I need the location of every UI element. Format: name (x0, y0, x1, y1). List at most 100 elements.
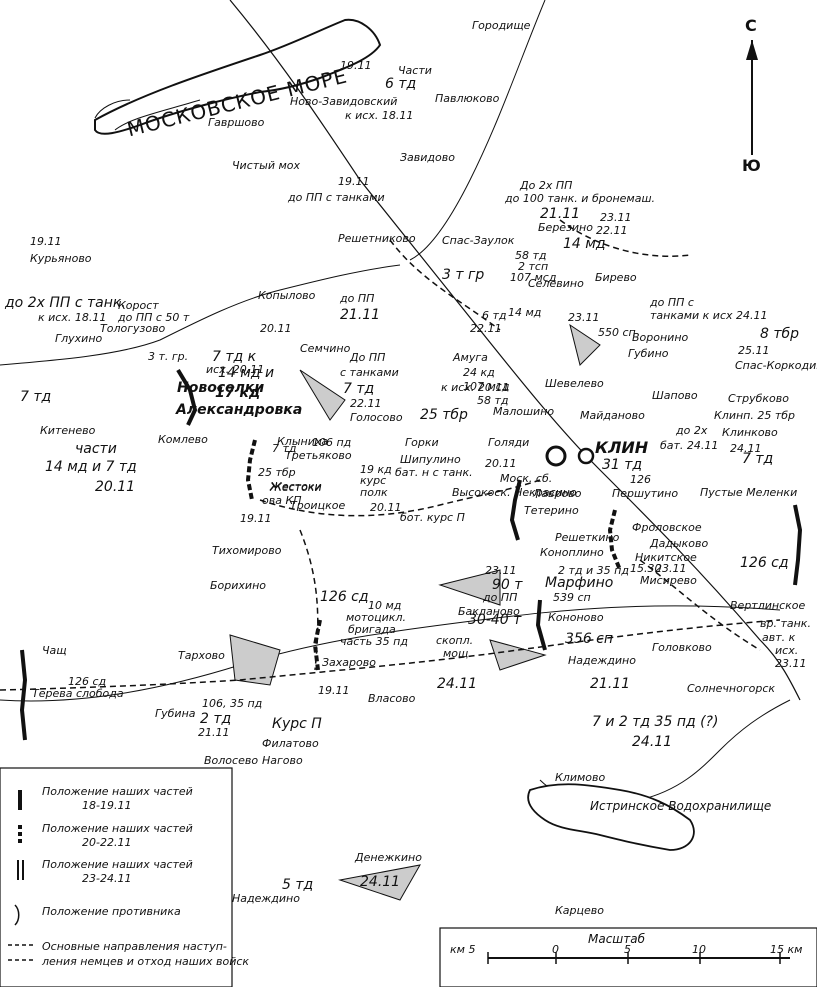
unit-label: 90 т (492, 577, 523, 593)
place-klinkovo: Клинково (722, 426, 778, 439)
place-marfino: Марфино (545, 575, 614, 591)
place-nikitskoe: Никитское (635, 551, 697, 564)
unit-label: авт. к (762, 631, 796, 644)
unit-label: 539 сп (553, 591, 591, 604)
place-amuga: Амуга (453, 351, 488, 364)
unit-label: 23.11 (568, 311, 600, 324)
place-gavrshovo: Гавршово (208, 116, 265, 129)
unit-label: 19.11 (340, 59, 372, 72)
place-pershutino: Першутино (612, 487, 679, 500)
legend-item-1: Положение наших частей (42, 785, 193, 798)
place-maloshino: Малошино (493, 405, 555, 418)
enemy-wedge-1 (299, 369, 346, 421)
place-tereeva-sloboda: Терева слобода (32, 687, 124, 700)
place-volosevo: Волосево (204, 754, 259, 767)
place-birevo: Бирево (595, 271, 637, 284)
unit-label: 22.11 (596, 224, 628, 237)
unit-label: 107 мсд (510, 271, 557, 284)
unit-label: 15.30 (630, 562, 662, 575)
unit-label: 31 тд (602, 457, 643, 473)
unit-label: 5 тд (282, 877, 314, 893)
unit-label: 19.11 (338, 175, 370, 188)
unit-label: до ПП с танками (288, 191, 385, 204)
place-gorodishche: Городище (472, 19, 531, 32)
unit-label: до 100 танк. и бронемаш. (505, 192, 656, 205)
unit-label: 19.11 (318, 684, 350, 697)
unit-label: бат. н с танк. (395, 466, 473, 479)
legend-box (0, 767, 233, 987)
compass-arrow (746, 40, 758, 60)
unit-label: с танками (340, 366, 399, 379)
unit-label: 14 мд и (218, 365, 275, 381)
unit-label: 14 мд и 7 тд (45, 459, 137, 475)
place-chisty-mokh: Чистый мох (232, 159, 301, 172)
place-strubkovo: Струбково (728, 392, 789, 405)
scale-title: Масштаб (588, 932, 646, 946)
istra-reservoir (527, 783, 695, 851)
place-lavrovo: Лаврово (533, 487, 582, 500)
legend-item-2-date: 20-22.11 (82, 836, 132, 849)
unit-label: до ПП с (650, 296, 694, 309)
place-golyady: Голяди (488, 436, 530, 449)
unit-label: Жестоки (270, 481, 322, 494)
unit-label: 126 (630, 473, 651, 486)
place-tikhomirovo: Тихомирово (212, 544, 282, 557)
unit-label: исх. 20.11 (206, 363, 265, 376)
place-teterino: Тетерино (524, 504, 579, 517)
unit-label: 58 тд (477, 394, 509, 407)
unit-label: Корост (118, 299, 159, 312)
place-pustye-melenki: Пустые Меленки (700, 486, 798, 499)
place-shapovo: Шапово (652, 389, 698, 402)
front-line-4 (607, 509, 622, 571)
legend-item-5: Основные направления наступ- (42, 940, 227, 953)
unit-label: 19.11 (30, 235, 62, 248)
unit-label: части (75, 441, 117, 457)
place-spas-korkodino: Спас-Коркодино (735, 359, 817, 372)
unit-label: танками к исх 24.11 (650, 309, 768, 322)
place-novoselki: Новоселки (177, 380, 265, 396)
road-west (0, 264, 401, 366)
unit-label: 8 тбр (760, 326, 800, 342)
place-borikhino: Борихино (210, 579, 266, 592)
moscow-sea (94, 18, 382, 135)
place-shevelevo: Шевелево (545, 377, 604, 390)
compass-north: С (745, 16, 757, 35)
place-solnechnogorsk: Солнечногорск (687, 682, 776, 695)
unit-label: 2 тд (200, 711, 232, 727)
unit-label: 21.11 (198, 726, 230, 739)
unit-label: 23.11 (600, 211, 632, 224)
place-reshetkino: Решеткино (555, 531, 620, 544)
legend-item-2: Положение наших частей (42, 822, 193, 835)
unit-label: курс (360, 474, 387, 487)
unit-label: 24.11 (360, 874, 401, 890)
unit-label: До 2х ПП (520, 179, 573, 192)
place-gorki: Горки (405, 436, 439, 449)
place-voronino: Воронино (632, 331, 689, 344)
unit-label: 550 сп (598, 326, 636, 339)
klin-marker (545, 445, 567, 467)
place-zhestoki: Жестоки (270, 480, 322, 493)
unit-label: 7 тд к (212, 349, 257, 365)
place-kuryanovo: Курьяново (30, 252, 92, 265)
unit-label: 7 и 2 тд 35 пд (?) (592, 714, 719, 730)
place-filatovo: Филатово (262, 737, 319, 750)
unit-label: Моск. сб. (500, 472, 553, 485)
unit-label: 20.11 (485, 457, 517, 470)
unit-label: 6 тд (385, 76, 417, 92)
unit-label: 6 тд (482, 309, 507, 322)
enemy-wedge-5 (569, 323, 601, 366)
unit-label: 126 сд (320, 589, 369, 605)
unit-label: 7 тд (742, 451, 774, 467)
unit-label: 106, 35 пд (202, 697, 263, 710)
place-tarkhovo: Тархово (178, 649, 225, 662)
unit-label: 126 сд (740, 555, 789, 571)
place-shipulino: Шипулино (400, 453, 461, 466)
unit-label: бот. курс П (400, 511, 465, 524)
legend-symbol-3 (17, 860, 24, 880)
unit-label: 58 тд (515, 249, 547, 262)
unit-label: 24.11 (632, 734, 673, 750)
unit-label: Курс П (272, 716, 322, 732)
unit-label: 19.11 (240, 512, 272, 525)
place-selevino: Селевино (528, 277, 584, 290)
unit-label: 20.11 (260, 322, 292, 335)
